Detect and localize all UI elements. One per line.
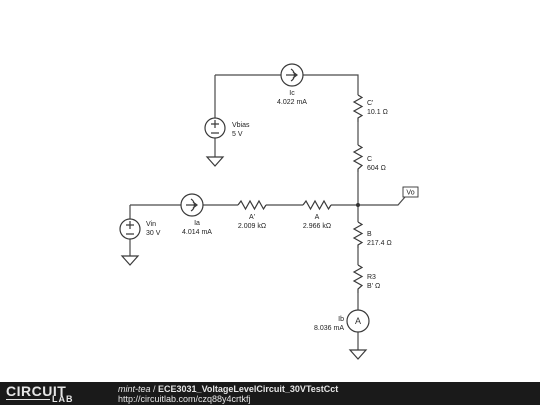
r3-value: B' Ω: [367, 283, 380, 290]
output-vo-label[interactable]: Vo: [402, 186, 419, 198]
logo-underline: [6, 399, 50, 400]
resistor-cprime[interactable]: C' 10.1 Ω: [352, 94, 388, 122]
schematic: C' 10.1 Ω C 604 Ω A' 2.009 kΩ A 2.966 kΩ…: [119, 63, 419, 360]
vin-value: 30 V: [146, 230, 161, 237]
resistor-aprime[interactable]: A' 2.009 kΩ: [237, 199, 267, 230]
b-value: 217.4 Ω: [367, 240, 392, 247]
ammeter-ic[interactable]: Ic 4.022 mA: [277, 63, 307, 106]
cprime-value: 10.1 Ω: [367, 109, 388, 116]
vo-name: Vo: [406, 190, 414, 197]
circuit-url[interactable]: http://circuitlab.com/czq88y4crtkfj: [118, 394, 251, 404]
ib-value: 8.036 mA: [314, 325, 344, 332]
b-name: B: [367, 231, 372, 238]
aprime-name: A': [249, 214, 255, 221]
ammeter-ib-a-icon: A: [355, 316, 361, 326]
footer-separator: /: [150, 384, 159, 394]
ground-vin-icon: [120, 255, 140, 266]
ammeter-ia[interactable]: Ia 4.014 mA: [180, 193, 212, 236]
vbias-name: Vbias: [232, 122, 250, 129]
c-name: C: [367, 156, 372, 163]
footer-title-line: mint-tea / ECE3031_VoltageLevelCircuit_3…: [118, 384, 338, 394]
ammeter-ib[interactable]: A Ib 8.036 mA: [314, 309, 370, 333]
ic-name: Ic: [289, 90, 295, 97]
ia-value: 4.014 mA: [182, 229, 212, 236]
ic-value: 4.022 mA: [277, 99, 307, 106]
a-value: 2.966 kΩ: [303, 223, 331, 230]
ground-vbias-icon: [205, 156, 225, 167]
ia-name: Ia: [194, 220, 200, 227]
author-link[interactable]: mint-tea: [118, 384, 151, 394]
circuitlab-logo[interactable]: CIRCUIT LAB: [6, 383, 98, 404]
wires: [129, 74, 406, 350]
vin-polarity-icon: [126, 221, 134, 235]
source-vin[interactable]: Vin 30 V: [119, 218, 161, 240]
r3-name: R3: [367, 274, 376, 281]
logo-bottom-text: LAB: [52, 394, 74, 404]
vbias-polarity-icon: [211, 120, 219, 134]
wire-top: [215, 74, 359, 95]
source-vbias[interactable]: Vbias 5 V: [204, 117, 250, 139]
vin-name: Vin: [146, 221, 156, 228]
footer-bar: CIRCUIT LAB mint-tea / ECE3031_VoltageLe…: [0, 382, 540, 405]
resistor-b[interactable]: B 217.4 Ω: [352, 221, 392, 248]
logo-top-text: CIRCUIT: [6, 383, 67, 399]
resistor-c[interactable]: C 604 Ω: [352, 144, 386, 172]
wire-input: [129, 204, 358, 219]
vbias-value: 5 V: [232, 131, 243, 138]
ammeter-ic-arrow-icon: [286, 68, 298, 82]
wire-vo: [358, 196, 406, 206]
circuit-title[interactable]: ECE3031_VoltageLevelCircuit_30VTestCct: [158, 384, 339, 394]
cprime-name: C': [367, 100, 373, 107]
ammeter-ia-arrow-icon: [186, 198, 198, 212]
junction-node-icon: [356, 203, 360, 207]
footer-text: mint-tea / ECE3031_VoltageLevelCircuit_3…: [118, 384, 338, 404]
resistor-r3[interactable]: R3 B' Ω: [352, 264, 380, 293]
c-value: 604 Ω: [367, 165, 386, 172]
ground-ib-icon: [348, 349, 368, 360]
a-name: A: [315, 214, 320, 221]
ib-name: Ib: [338, 316, 344, 323]
resistor-a[interactable]: A 2.966 kΩ: [302, 199, 332, 230]
aprime-value: 2.009 kΩ: [238, 223, 266, 230]
